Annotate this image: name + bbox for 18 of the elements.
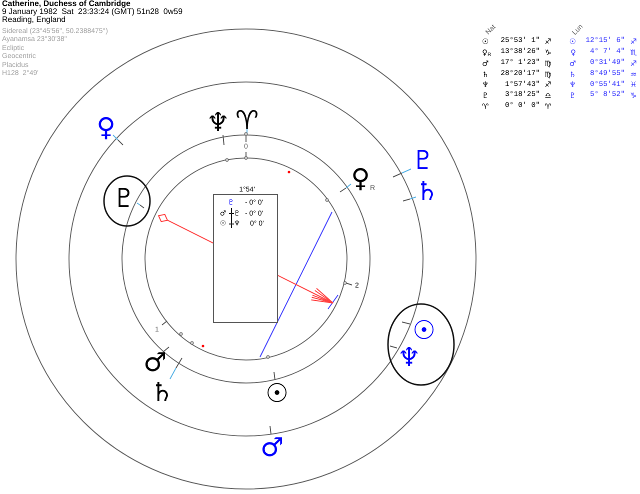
- planet-glyph: ♄: [415, 179, 439, 205]
- birth-place: Reading, England: [2, 16, 66, 25]
- planet-glyph: ♂: [260, 435, 284, 461]
- sign-glyph: ♈: [235, 108, 259, 134]
- chart-title: Catherine, Duchess of Cambridge: [2, 0, 130, 8]
- planet-glyph: ♇: [411, 148, 435, 174]
- planet-glyph: ♆: [206, 110, 230, 136]
- planet-glyph: ☉: [412, 318, 436, 344]
- highlight-ellipse: [103, 175, 151, 227]
- planet-glyph: ♀$_{R}$: [350, 166, 376, 192]
- planet-glyph: ♂: [143, 350, 167, 376]
- birth-details: 9 January 1982 Sat 23:33:24 (GMT) 51n28 0w59: [2, 8, 183, 16]
- planet-glyph: ☉: [265, 381, 289, 407]
- highlight-ellipse: [387, 303, 455, 386]
- planet-glyph: ♇: [112, 186, 136, 212]
- planet-glyph: ♄: [150, 380, 174, 406]
- planet-glyph: ♆: [397, 345, 421, 371]
- planet-glyph: ♀: [96, 115, 116, 141]
